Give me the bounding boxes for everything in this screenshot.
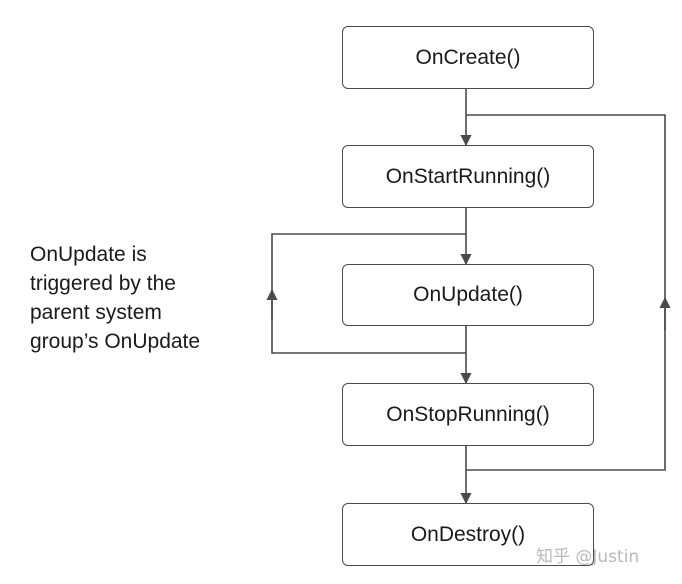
- annotation-line: group’s OnUpdate: [30, 330, 201, 353]
- node-on-update: OnUpdate(): [342, 264, 594, 326]
- restart-loop-line: [466, 114, 666, 471]
- node-on-start-running: OnStartRunning(): [342, 145, 594, 208]
- annotation-line: OnUpdate is: [30, 243, 147, 266]
- node-on-create: OnCreate(): [342, 26, 594, 89]
- update-annotation: OnUpdate is triggered by the parent syst…: [30, 240, 260, 356]
- node-on-destroy: OnDestroy(): [342, 503, 594, 566]
- watermark: 知乎 @Justin: [536, 547, 640, 567]
- annotation-line: parent system: [30, 301, 162, 324]
- node-on-stop-running: OnStopRunning(): [342, 383, 594, 446]
- annotation-line: triggered by the: [30, 272, 176, 295]
